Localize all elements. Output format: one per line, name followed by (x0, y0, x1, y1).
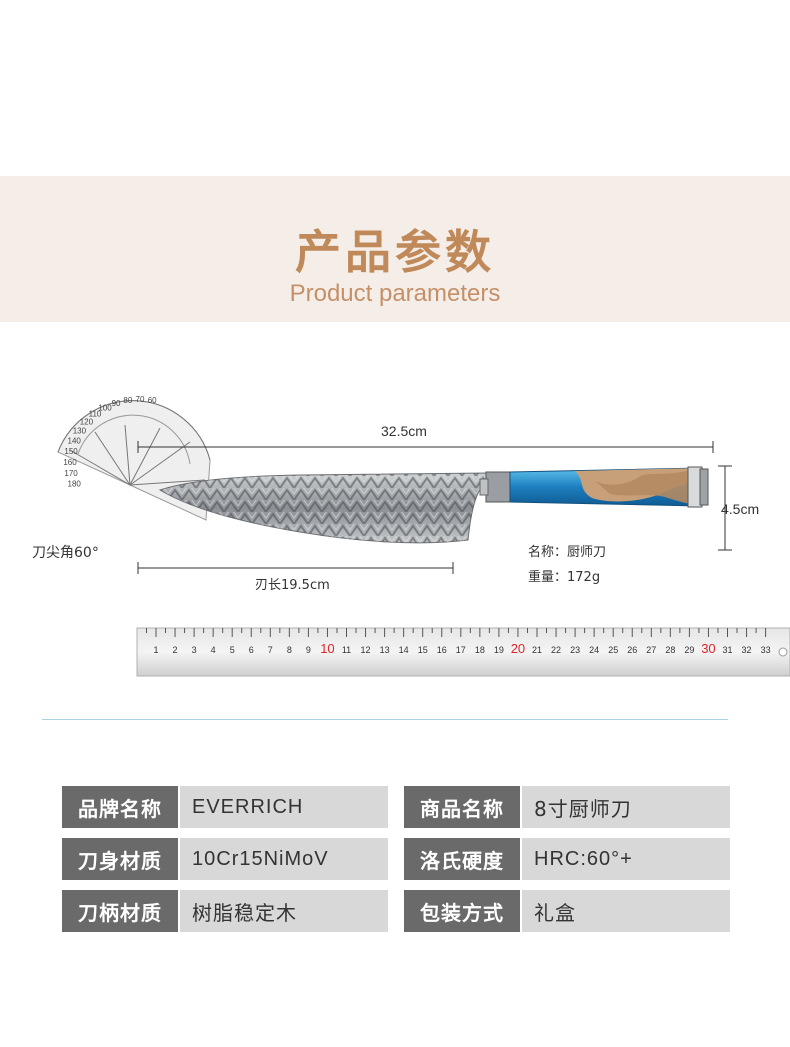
ruler-number: 15 (418, 645, 428, 655)
protractor-number: 90 (112, 399, 121, 408)
ruler-number: 29 (684, 645, 694, 655)
protractor-number: 170 (64, 469, 78, 478)
weight-label: 重量：172g (528, 570, 601, 585)
ruler-number: 3 (192, 645, 197, 655)
protractor-number: 110 (89, 410, 102, 419)
ruler-number: 21 (532, 645, 542, 655)
ruler-number: 10 (320, 641, 334, 656)
knife-blade (158, 472, 489, 544)
ruler-number: 26 (627, 645, 637, 655)
protractor-number: 120 (80, 418, 94, 427)
spec-value: 礼盒 (522, 890, 730, 932)
ruler-number: 32 (742, 645, 752, 655)
ruler-number: 31 (722, 645, 732, 655)
ruler-number: 20 (511, 641, 525, 656)
ruler-number: 28 (665, 645, 675, 655)
spec-value: EVERRICH (180, 786, 388, 828)
page-title: 产品参数 (295, 225, 495, 279)
blade-length-dimension (137, 562, 454, 574)
protractor-number: 180 (68, 480, 82, 489)
tip-angle-label: 刀尖角60° (32, 545, 99, 561)
ruler-number: 11 (342, 645, 351, 655)
ruler-number: 6 (249, 645, 254, 655)
spec-label: 品牌名称 (62, 786, 178, 828)
protractor-number: 100 (98, 403, 112, 412)
spec-row-handle-material: 刀柄材质 树脂稳定木 (62, 890, 388, 932)
spec-label: 刀身材质 (62, 838, 178, 880)
ruler-number: 18 (475, 645, 485, 655)
ruler-number: 9 (306, 645, 311, 655)
ruler-number: 1 (153, 645, 158, 655)
spec-label: 洛氏硬度 (404, 838, 520, 880)
protractor-number: 130 (73, 427, 87, 436)
product-name-label: 名称：厨师刀 (528, 545, 607, 560)
spec-value: 10Cr15NiMoV (180, 838, 388, 880)
protractor-number: 140 (68, 436, 82, 445)
width-label: 4.5cm (721, 501, 760, 517)
ruler-number: 33 (761, 645, 771, 655)
section-divider (42, 719, 728, 720)
ruler-number: 24 (589, 645, 599, 655)
ruler-number: 16 (437, 645, 447, 655)
ruler-number: 19 (494, 645, 504, 655)
spec-row-brand: 品牌名称 EVERRICH (62, 786, 388, 828)
protractor-number: 150 (64, 447, 78, 456)
spec-label: 包装方式 (404, 890, 520, 932)
ruler-number: 27 (646, 645, 656, 655)
ruler-number: 5 (230, 645, 235, 655)
protractor-number: 60 (148, 396, 157, 405)
ruler-number: 17 (456, 645, 466, 655)
ruler-number: 12 (361, 645, 371, 655)
spec-label: 商品名称 (404, 786, 520, 828)
protractor-number: 70 (136, 395, 145, 404)
header-banner: 产品参数 Product parameters (0, 176, 790, 322)
spec-row-hardness: 洛氏硬度 HRC:60°+ (404, 838, 730, 880)
width-dimension (718, 465, 732, 551)
spec-value: 树脂稳定木 (180, 890, 388, 932)
knife-bolster (485, 471, 511, 503)
ruler-number: 2 (173, 645, 178, 655)
ruler-number: 14 (399, 645, 409, 655)
spec-row-product-name: 商品名称 8寸厨师刀 (404, 786, 730, 828)
ruler-number: 8 (287, 645, 292, 655)
ruler-number: 4 (211, 645, 216, 655)
ruler-number: 25 (608, 645, 618, 655)
ruler-number: 22 (551, 645, 561, 655)
blade-length-label: 刃长19.5cm (255, 578, 330, 593)
spec-label: 刀柄材质 (62, 890, 178, 932)
ruler-number: 30 (701, 641, 715, 656)
spec-value: HRC:60°+ (522, 838, 730, 880)
overall-length-dimension (137, 441, 714, 453)
page-subtitle: Product parameters (289, 280, 501, 307)
spec-value: 8寸厨师刀 (522, 786, 730, 828)
spec-row-packaging: 包装方式 礼盒 (404, 890, 730, 932)
spec-row-blade-material: 刀身材质 10Cr15NiMoV (62, 838, 388, 880)
knife-handle (509, 466, 709, 508)
overall-length-label: 32.5cm (381, 423, 427, 439)
protractor-number: 80 (123, 396, 132, 405)
ruler-number: 7 (268, 645, 273, 655)
ruler-number: 23 (570, 645, 580, 655)
protractor-number: 160 (63, 458, 77, 467)
ruler-number: 13 (380, 645, 390, 655)
